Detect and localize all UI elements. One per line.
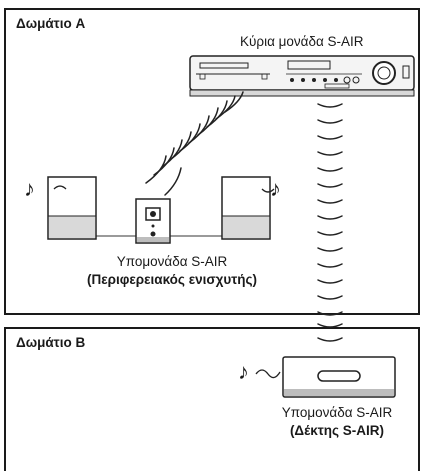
right-music-note-icon: ♪	[270, 176, 281, 201]
left-sound-wave	[53, 185, 67, 190]
room-a-label: Δωμάτιο A	[16, 16, 86, 31]
room-a-sub-unit-role: (Περιφερειακός ενισχυτής)	[86, 272, 258, 287]
s-air-receiver-icon	[282, 356, 396, 398]
surround-amplifier-icon	[135, 198, 171, 244]
room-b-label: Δωμάτιο B	[16, 335, 86, 350]
radio-waves-room-a	[145, 91, 244, 196]
main-unit-label: Κύρια μονάδα S-AIR	[240, 34, 364, 49]
room-b-sub-unit-role: (Δέκτης S-AIR)	[289, 423, 385, 438]
radio-waves-vertical	[317, 103, 343, 342]
room-a-sub-unit-label: Υπομονάδα S-AIR	[116, 254, 228, 269]
room-b-frame: Δωμάτιο B	[4, 327, 420, 471]
room-b-music-note-icon: ♪	[238, 359, 249, 384]
room-b-sound-wave	[255, 369, 281, 379]
left-music-note-icon: ♪	[24, 176, 35, 201]
right-speaker-icon	[221, 176, 271, 240]
main-unit-icon	[189, 55, 415, 97]
room-b-sub-unit-label: Υπομονάδα S-AIR	[281, 405, 393, 420]
right-sound-wave	[261, 188, 275, 193]
left-speaker-icon	[47, 176, 97, 240]
